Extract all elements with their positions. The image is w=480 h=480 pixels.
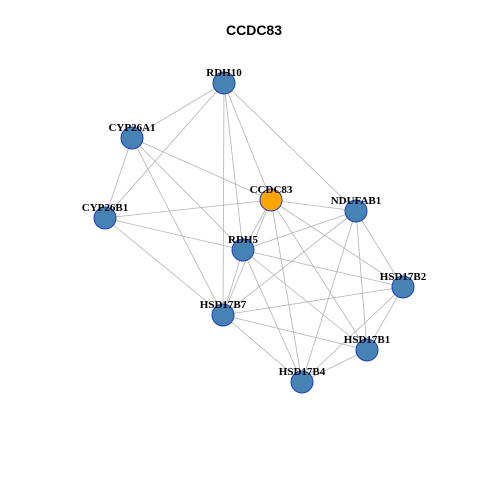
edge-rdh10-cyp26b1 [104, 82, 225, 219]
edge-cyp26a1-cyp26b1 [104, 137, 133, 219]
node-rdh10[interactable] [212, 71, 236, 95]
edge-hsd17b2-hsd17b4 [301, 286, 404, 383]
node-cyp26b1[interactable] [93, 206, 117, 230]
edge-cyp26b1-ccdc83 [104, 199, 272, 219]
node-label-hsd17b2: HSD17B2 [380, 271, 427, 283]
edge-cyp26a1-ccdc83 [131, 137, 272, 201]
node-label-hsd17b1: HSD17B1 [344, 334, 390, 346]
labels-layer: RDH10CYP26A1CCDC83NDUFAB1CYP26B1RDH5HSD1… [82, 67, 427, 378]
edge-cyp26a1-hsd17b7 [131, 137, 224, 316]
edge-ndufab1-hsd17b2 [355, 210, 404, 288]
node-label-ccdc83: CCDC83 [250, 184, 293, 196]
node-hsd17b7[interactable] [211, 303, 235, 327]
edge-hsd17b1-hsd17b4 [301, 349, 368, 383]
node-cyp26a1[interactable] [120, 126, 144, 150]
edge-ndufab1-rdh5 [242, 210, 357, 251]
node-label-cyp26a1: CYP26A1 [108, 122, 155, 134]
node-label-ndufab1: NDUFAB1 [331, 195, 382, 207]
edges-layer [104, 82, 404, 383]
edge-rdh5-hsd17b4 [242, 249, 303, 383]
node-ccdc83[interactable] [259, 188, 283, 212]
node-ndufab1[interactable] [344, 199, 368, 223]
edge-cyp26b1-rdh5 [104, 217, 244, 251]
node-rdh5[interactable] [231, 238, 255, 262]
edge-ccdc83-hsd17b4 [270, 199, 303, 383]
nodes-layer [93, 71, 415, 394]
edge-rdh10-ccdc83 [223, 82, 272, 201]
edge-ndufab1-hsd17b4 [301, 210, 357, 383]
edge-hsd17b7-hsd17b4 [222, 314, 303, 383]
node-hsd17b1[interactable] [355, 338, 379, 362]
node-label-cyp26b1: CYP26B1 [82, 202, 128, 214]
edge-ccdc83-hsd17b1 [270, 199, 368, 351]
node-hsd17b4[interactable] [290, 370, 314, 394]
node-label-rdh10: RDH10 [206, 67, 242, 79]
node-label-hsd17b7: HSD17B7 [200, 299, 247, 311]
edge-rdh10-cyp26a1 [131, 82, 225, 139]
edge-rdh5-hsd17b2 [242, 249, 404, 288]
edge-hsd17b2-hsd17b1 [366, 286, 404, 351]
edge-ccdc83-ndufab1 [270, 199, 357, 212]
edge-rdh10-rdh5 [223, 82, 244, 251]
node-label-hsd17b4: HSD17B4 [279, 366, 326, 378]
edge-rdh10-hsd17b7 [222, 82, 225, 316]
diagram-title: CCDC83 [226, 22, 282, 38]
edge-ccdc83-hsd17b2 [270, 199, 404, 288]
edge-hsd17b2-hsd17b7 [222, 286, 404, 316]
node-label-rdh5: RDH5 [228, 234, 258, 246]
node-hsd17b2[interactable] [391, 275, 415, 299]
edge-cyp26b1-hsd17b7 [104, 217, 224, 316]
edge-rdh10-ndufab1 [223, 82, 357, 212]
edge-ndufab1-hsd17b1 [355, 210, 368, 351]
edge-cyp26a1-rdh5 [131, 137, 244, 251]
edge-hsd17b7-hsd17b1 [222, 314, 368, 351]
edge-ndufab1-hsd17b7 [222, 210, 357, 316]
edge-rdh5-hsd17b1 [242, 249, 368, 351]
